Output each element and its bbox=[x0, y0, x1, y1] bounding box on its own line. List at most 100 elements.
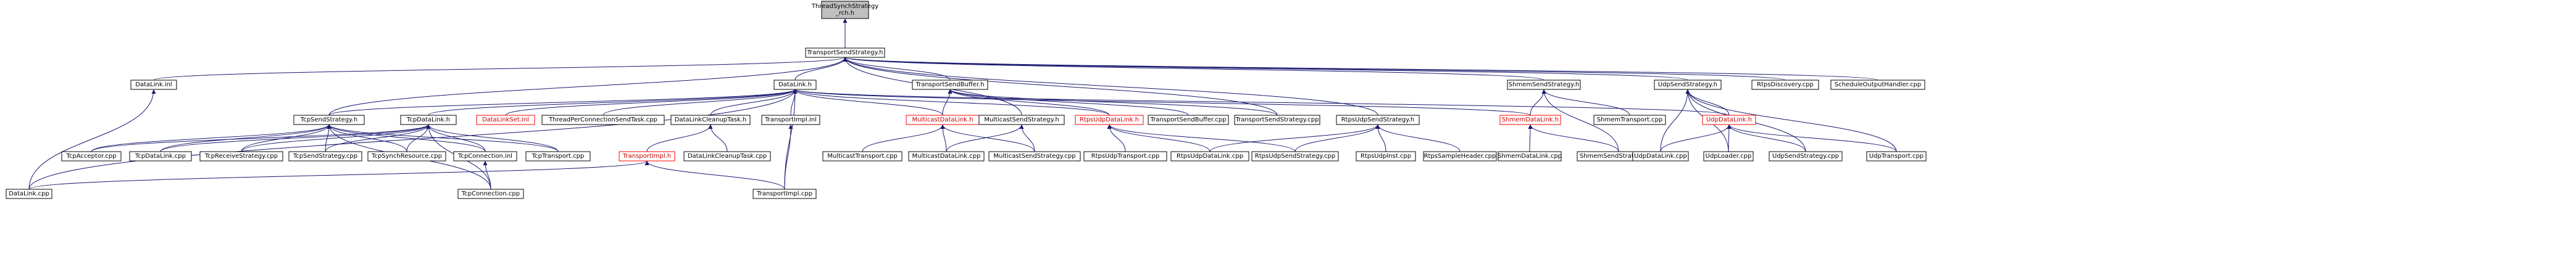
node-box bbox=[1866, 151, 1927, 162]
node-tcpconnection-cpp[interactable]: TcpConnection.cpp bbox=[457, 189, 524, 199]
node-multicasttransport-cpp[interactable]: MulticastTransport.cpp bbox=[822, 151, 902, 162]
node-multicastsendstrategy-cpp[interactable]: MulticastSendStrategy.cpp bbox=[988, 151, 1081, 162]
edge-datalink_h-to-tcp_dl_h bbox=[428, 89, 798, 116]
node-shmemsendstrategy-h[interactable]: ShmemSendStrategy.h bbox=[1507, 80, 1581, 90]
edge-tsb_h-to-tsb_cpp bbox=[948, 89, 1189, 116]
node-rtpsudpinst-cpp[interactable]: RtpsUdpInst.cpp bbox=[1356, 151, 1416, 162]
edge-datalink_h-to-dlct_h bbox=[710, 89, 798, 116]
node-label: TcpReceiveStrategy.cpp bbox=[204, 153, 278, 160]
node-multicastdatalink-cpp[interactable]: MulticastDataLink.cpp bbox=[908, 151, 985, 162]
edge-shmem_ss_h-to-shmem_tr bbox=[1541, 89, 1630, 116]
node-box bbox=[288, 151, 362, 162]
node-box bbox=[670, 115, 751, 125]
node-label: UdpDataLink.h bbox=[1706, 117, 1752, 123]
edge-mc_dl_h-to-mc_ss_cpp bbox=[940, 124, 1035, 152]
node-datalinkcleanuptask-h[interactable]: DataLinkCleanupTask.h bbox=[670, 115, 751, 125]
edge-tcp_ss_h-to-tcp_conn_inl bbox=[327, 124, 486, 152]
node-tcpacceptor-cpp[interactable]: TcpAcceptor.cpp bbox=[61, 151, 122, 162]
node-transportsendstrategy-cpp[interactable]: TransportSendStrategy.cpp bbox=[1234, 115, 1320, 125]
node-box bbox=[822, 151, 902, 162]
edge-tcp_conn_inl-to-tcp_conn_cpp bbox=[483, 160, 491, 190]
node-datalink-inl[interactable]: DataLink.inl bbox=[130, 80, 177, 90]
node-tcpdatalink-h[interactable]: TcpDataLink.h bbox=[400, 115, 457, 125]
node-box bbox=[293, 115, 365, 125]
node-rtpsudpdatalink-cpp[interactable]: RtpsUdpDataLink.cpp bbox=[1170, 151, 1249, 162]
edge-shmem_ss_h-to-shmem_dl_h bbox=[1530, 89, 1546, 116]
node-threadperconnectionsendtask-cpp[interactable]: ThreadPerConnectionSendTask.cpp bbox=[541, 115, 665, 125]
node-transportimpl-h[interactable]: TransportImpl.h bbox=[619, 151, 675, 162]
node-label: _rch.h bbox=[835, 10, 854, 17]
node-tcpconnection-inl[interactable]: TcpConnection.inl bbox=[453, 151, 517, 162]
node-transportsendstrategy-h[interactable]: TransportSendStrategy.h bbox=[805, 47, 885, 58]
node-rtpsudpsendstrategy-cpp[interactable]: RtpsUdpSendStrategy.cpp bbox=[1251, 151, 1339, 162]
node-shmemdatalink-cpp[interactable]: ShmemDataLink.cpp bbox=[1498, 151, 1562, 162]
node-label: ShmemSendStrategy.cpp bbox=[1580, 153, 1657, 160]
node-datalinkset-inl[interactable]: DataLinkSet.inl bbox=[476, 115, 535, 125]
node-box bbox=[457, 189, 524, 199]
node-label: TcpSendStrategy.cpp bbox=[293, 153, 357, 160]
node-datalink-h[interactable]: DataLink.h bbox=[773, 80, 817, 90]
edge-datalink_h-to-rtps_udl_h bbox=[793, 89, 1110, 116]
node-label: TcpSynchResource.cpp bbox=[371, 153, 442, 160]
node-tcpdatalink-cpp[interactable]: TcpDataLink.cpp bbox=[129, 151, 192, 162]
node-label: DataLink.cpp bbox=[9, 190, 49, 197]
node-box bbox=[1336, 115, 1420, 125]
node-label: DataLink.inl bbox=[135, 81, 172, 88]
edge-layer bbox=[28, 18, 1897, 190]
node-label: DataLink.h bbox=[778, 81, 812, 88]
node-udpdatalink-cpp[interactable]: UdpDataLink.cpp bbox=[1632, 151, 1689, 162]
edge-rtps_uss_h-to-rtps_uss_cpp bbox=[1294, 124, 1380, 152]
edge-tcp_dl_h-to-tcp_tr bbox=[426, 124, 559, 152]
node-box bbox=[129, 151, 192, 162]
node-label: UdpLoader.cpp bbox=[1706, 153, 1752, 160]
node-box bbox=[805, 47, 885, 58]
node-udptransport-cpp[interactable]: UdpTransport.cpp bbox=[1866, 151, 1927, 162]
node-datalink-cpp[interactable]: DataLink.cpp bbox=[6, 189, 52, 199]
node-rtpsudpdatalink-h[interactable]: RtpsUdpDataLink.h bbox=[1075, 115, 1144, 125]
node-multicastdatalink-h[interactable]: MulticastDataLink.h bbox=[906, 115, 980, 125]
node-rtpsudptransport-cpp[interactable]: RtpsUdpTransport.cpp bbox=[1083, 151, 1167, 162]
node-box bbox=[1499, 115, 1561, 125]
node-udpdatalink-h[interactable]: UdpDataLink.h bbox=[1702, 115, 1756, 125]
node-box bbox=[1830, 80, 1925, 90]
node-label: TransportImpl.inl bbox=[764, 117, 817, 123]
node-rtpsdiscovery-cpp[interactable]: RtpsDiscovery.cpp bbox=[1751, 80, 1819, 90]
node-box bbox=[1632, 151, 1689, 162]
node-transportsendbuffer-cpp[interactable]: TransportSendBuffer.cpp bbox=[1148, 115, 1229, 125]
node-rtpsudpsendstrategy-h[interactable]: RtpsUdpSendStrategy.h bbox=[1336, 115, 1420, 125]
node-label: TcpConnection.cpp bbox=[461, 190, 520, 197]
node-transportimpl-cpp[interactable]: TransportImpl.cpp bbox=[752, 189, 817, 199]
node-box bbox=[978, 115, 1065, 125]
node-datalinkcleanuptask-cpp[interactable]: DataLinkCleanupTask.cpp bbox=[683, 151, 771, 162]
node-box bbox=[1423, 151, 1497, 162]
edge-tss_h-to-shmem_ss_h bbox=[843, 57, 1544, 81]
node-label: TcpConnection.inl bbox=[457, 153, 512, 160]
node-tcpsendstrategy-h[interactable]: TcpSendStrategy.h bbox=[293, 115, 365, 125]
edge-rtps_udl_h-to-rtps_ut bbox=[1107, 124, 1126, 152]
node-label: DataLinkCleanupTask.h bbox=[675, 117, 747, 123]
node-box bbox=[683, 151, 771, 162]
node-tcpsynchresource-cpp[interactable]: TcpSynchResource.cpp bbox=[367, 151, 446, 162]
node-threadsynchstrategy-rch-h[interactable]: ThreadSynchStrategy_rch.h bbox=[811, 1, 878, 19]
edge-tss_h-to-datalink_inl bbox=[153, 57, 848, 81]
node-tcptransport-cpp[interactable]: TcpTransport.cpp bbox=[525, 151, 591, 162]
node-shmemdatalink-h[interactable]: ShmemDataLink.h bbox=[1499, 115, 1561, 125]
node-transportimpl-inl[interactable]: TransportImpl.inl bbox=[761, 115, 820, 125]
node-multicastsendstrategy-h[interactable]: MulticastSendStrategy.h bbox=[978, 115, 1065, 125]
edge-dlct_h-to-dlct_cpp bbox=[708, 124, 728, 152]
node-shmemtransport-cpp[interactable]: ShmemTransport.cpp bbox=[1593, 115, 1666, 125]
node-udploader-cpp[interactable]: UdpLoader.cpp bbox=[1703, 151, 1754, 162]
node-tcpsendstrategy-cpp[interactable]: TcpSendStrategy.cpp bbox=[288, 151, 362, 162]
node-scheduleoutputhandler-cpp[interactable]: ScheduleOutputHandler.cpp bbox=[1830, 80, 1925, 90]
node-udpsendstrategy-cpp[interactable]: UdpSendStrategy.cpp bbox=[1769, 151, 1843, 162]
edge-tsb_h-to-tss_cpp bbox=[948, 89, 1278, 116]
edge-rtps_udl_h-to-rtps_uss_cpp bbox=[1107, 124, 1296, 152]
node-box bbox=[619, 151, 675, 162]
node-transportsendbuffer-h[interactable]: TransportSendBuffer.h bbox=[912, 80, 988, 90]
node-rtpssampleheader-cpp[interactable]: RtpsSampleHeader.cpp bbox=[1423, 151, 1497, 162]
node-udpsendstrategy-h[interactable]: UdpSendStrategy.h bbox=[1654, 80, 1722, 90]
node-label: TcpDataLink.cpp bbox=[135, 153, 186, 160]
node-tcpreceivestrategy-cpp[interactable]: TcpReceiveStrategy.cpp bbox=[199, 151, 283, 162]
node-label: MulticastTransport.cpp bbox=[827, 153, 898, 160]
